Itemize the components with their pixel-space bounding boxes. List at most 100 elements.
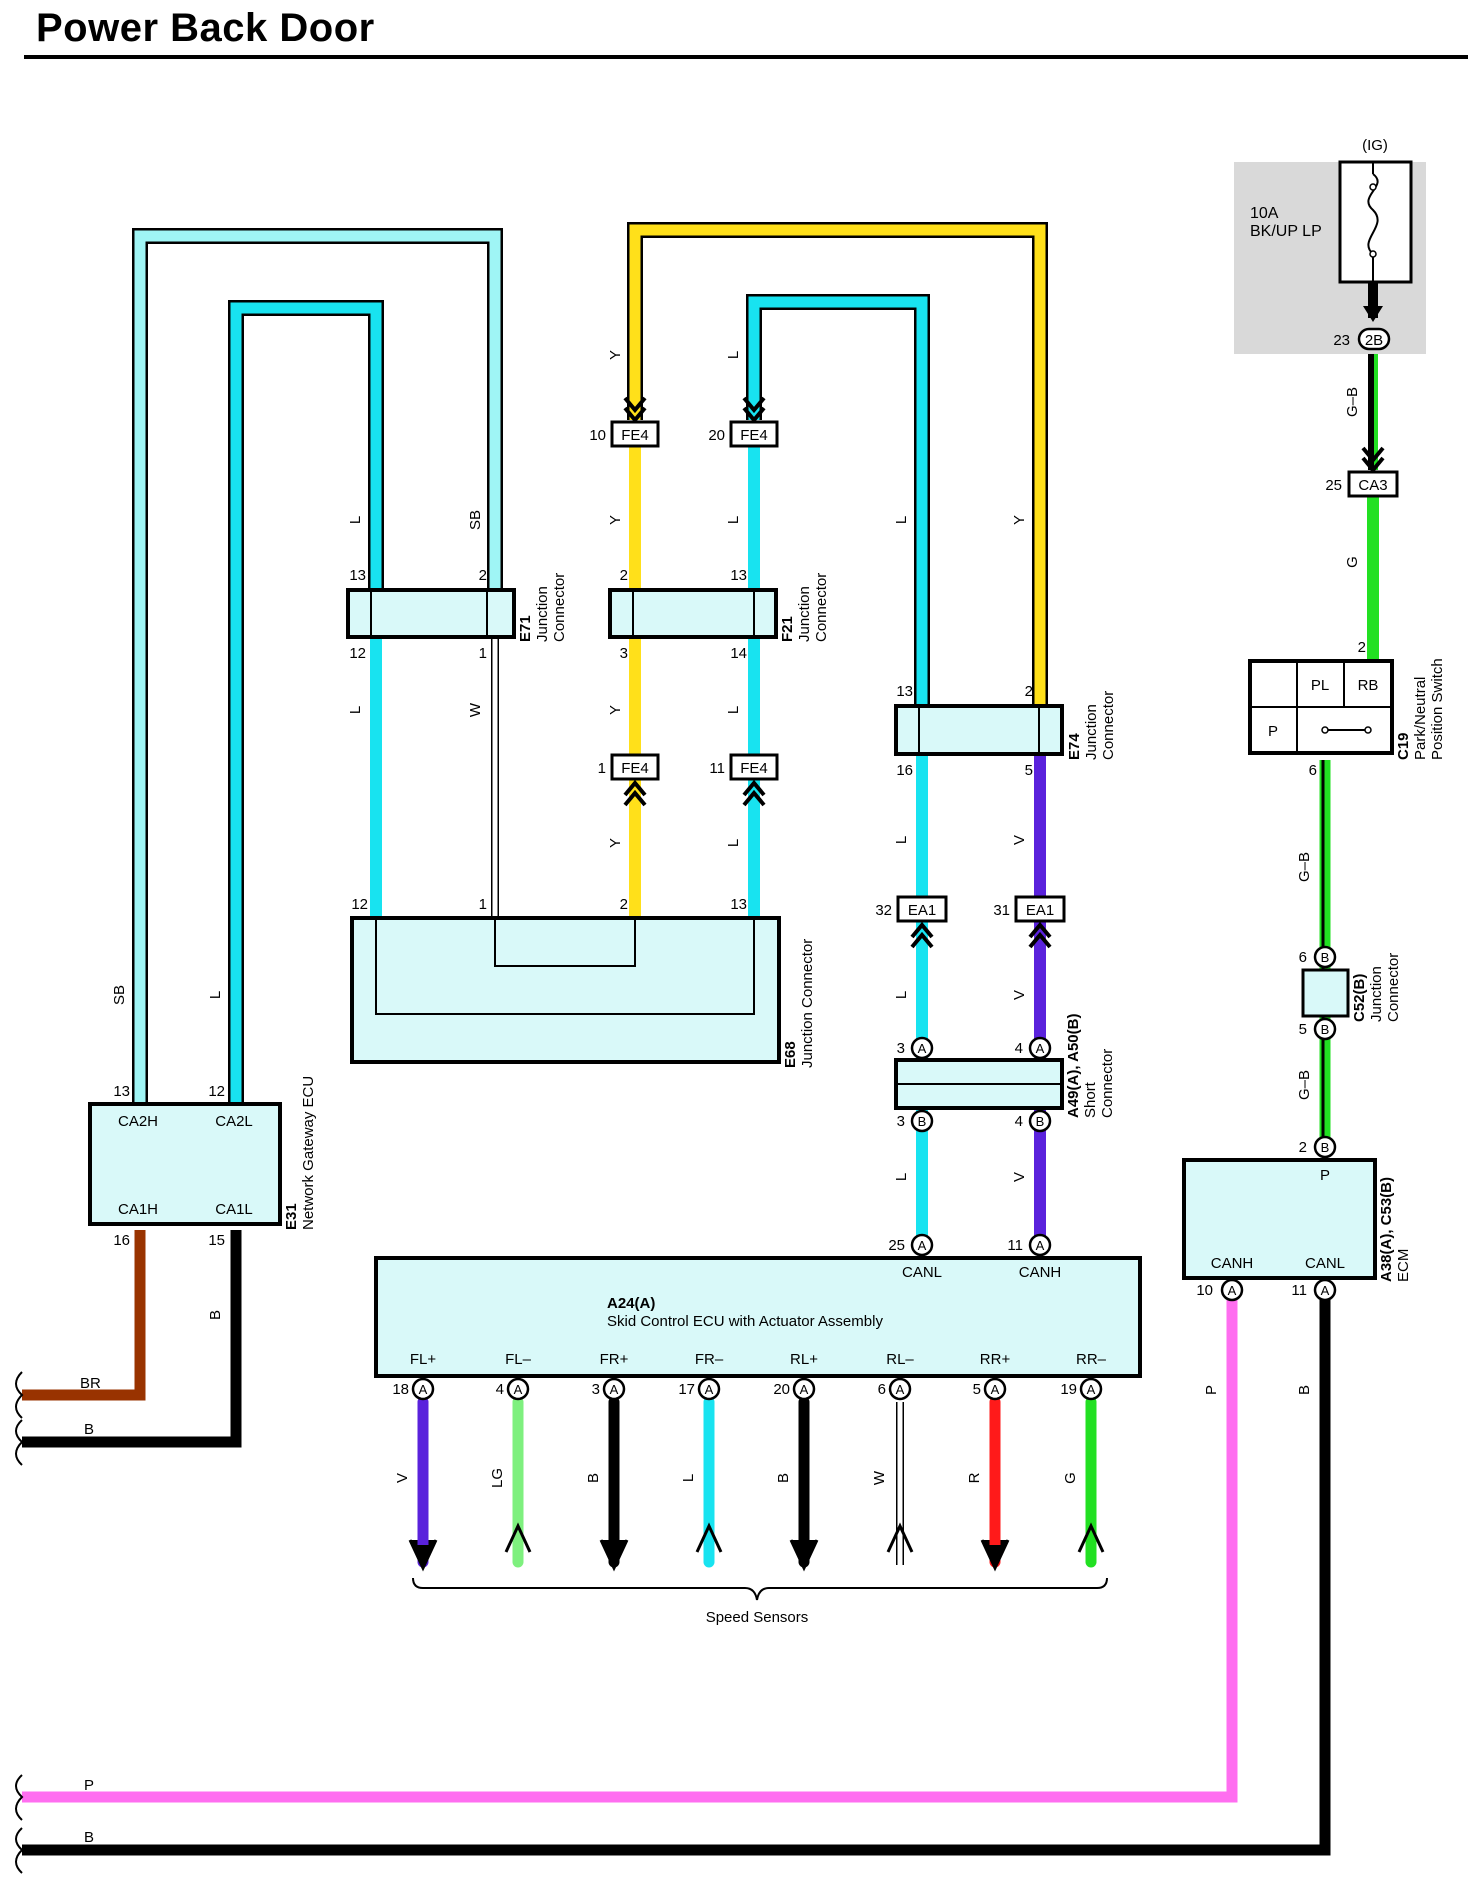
speed-sensor-wires: FL+A18VFL–A4LGFR+A3BFR–A17LRL+A20BRL–A6W… bbox=[392, 1351, 1107, 1572]
svg-text:Junction Connector: Junction Connector bbox=[799, 939, 816, 1068]
wire-label-g-mid: G bbox=[1344, 556, 1361, 568]
svg-text:A: A bbox=[610, 1382, 619, 1397]
svg-text:10: 10 bbox=[1196, 1282, 1213, 1299]
wire-label-l-f21-above: L bbox=[725, 516, 742, 524]
wire-label-p-ecm: P bbox=[1203, 1385, 1220, 1395]
connector-2b bbox=[1357, 327, 1391, 351]
fuse-body bbox=[1338, 160, 1413, 284]
svg-text:A: A bbox=[705, 1382, 714, 1397]
svg-text:4: 4 bbox=[1015, 1040, 1023, 1057]
svg-text:Position Switch: Position Switch bbox=[1429, 658, 1446, 760]
svg-text:31: 31 bbox=[993, 902, 1010, 919]
svg-text:Connector: Connector bbox=[1385, 953, 1402, 1022]
svg-text:A: A bbox=[896, 1382, 905, 1397]
wire-label-v-e74-below: V bbox=[1011, 835, 1028, 845]
svg-text:32: 32 bbox=[875, 902, 892, 919]
component-c19: PL RB P 2 6 C19 Park/Neutral Position Sw… bbox=[1248, 639, 1446, 779]
svg-text:CA2L: CA2L bbox=[215, 1113, 253, 1130]
svg-text:B: B bbox=[1321, 1022, 1330, 1037]
sensor-terminal-pin: 3 bbox=[592, 1381, 600, 1398]
svg-text:A: A bbox=[800, 1382, 809, 1397]
fuse-rating: 10A bbox=[1250, 205, 1279, 222]
wire-label-gb-mid: G–B bbox=[1296, 852, 1313, 882]
wire-label-l-ea1-below: L bbox=[893, 991, 910, 999]
fuse-icon bbox=[1367, 162, 1379, 282]
fuse-block: (IG) 10A BK/UP LP 2B 23 bbox=[1234, 137, 1426, 354]
wire-label-b-ecm: B bbox=[1296, 1385, 1313, 1395]
bus-breaks bbox=[15, 1371, 24, 1874]
component-f21: 2 13 3 14 F21 Junction Connector bbox=[608, 567, 830, 662]
wire-label-gb-top: G–B bbox=[1344, 387, 1361, 417]
fuse-name: BK/UP LP bbox=[1250, 223, 1322, 240]
sensor-terminal-name: RR– bbox=[1076, 1351, 1107, 1368]
svg-text:1: 1 bbox=[598, 760, 606, 777]
svg-text:Network Gateway ECU: Network Gateway ECU bbox=[300, 1076, 317, 1230]
title-rule bbox=[24, 55, 1468, 59]
speed-sensors-label: Speed Sensors bbox=[706, 1609, 809, 1626]
component-e74: 13 2 16 5 E74 Junction Connector bbox=[894, 683, 1117, 779]
sensor-terminal-pin: 20 bbox=[773, 1381, 790, 1398]
svg-text:CANH: CANH bbox=[1211, 1255, 1254, 1272]
wire-label-y-f21-below: Y bbox=[607, 705, 624, 715]
connector-fe4-top-l: FE4 20 bbox=[708, 396, 779, 448]
wire-label-l-left: L bbox=[207, 991, 224, 999]
connector-ea1-l: EA1 32 bbox=[875, 895, 948, 949]
svg-text:11: 11 bbox=[1007, 1237, 1023, 1254]
sensor-wire-label: LG bbox=[489, 1468, 506, 1488]
svg-text:CANL: CANL bbox=[1305, 1255, 1345, 1272]
svg-text:Junction: Junction bbox=[1368, 966, 1385, 1022]
svg-text:Connector: Connector bbox=[551, 573, 568, 642]
sensor-wire-label: L bbox=[680, 1474, 697, 1482]
wire-label-w-e71: W bbox=[467, 702, 484, 717]
svg-text:B: B bbox=[1321, 1140, 1330, 1155]
a24-code: A24(A) bbox=[607, 1295, 655, 1312]
svg-text:Connector: Connector bbox=[1099, 1049, 1116, 1118]
svg-text:15: 15 bbox=[208, 1232, 225, 1249]
sensor-terminal-name: FL– bbox=[505, 1351, 532, 1368]
connector-fe4-bot-l: FE4 11 bbox=[709, 753, 779, 807]
svg-text:CA1L: CA1L bbox=[215, 1201, 253, 1218]
svg-text:A: A bbox=[514, 1382, 523, 1397]
svg-text:A: A bbox=[1036, 1041, 1045, 1056]
svg-text:Short: Short bbox=[1082, 1081, 1099, 1118]
wire-label-y-top: Y bbox=[607, 350, 624, 360]
wire-label-v-ea1-below: V bbox=[1011, 990, 1028, 1000]
svg-text:1: 1 bbox=[479, 645, 487, 662]
svg-text:12: 12 bbox=[349, 645, 366, 662]
sensor-wire-label: B bbox=[585, 1473, 602, 1483]
sensor-wire-label: B bbox=[775, 1473, 792, 1483]
component-c52: B B 6 5 C52(B) Junction Connector bbox=[1299, 945, 1402, 1041]
svg-text:16: 16 bbox=[113, 1232, 130, 1249]
sensor-terminal-name: FL+ bbox=[410, 1351, 437, 1368]
svg-text:Connector: Connector bbox=[1100, 691, 1117, 760]
connector-ea1-v: EA1 31 bbox=[993, 895, 1066, 949]
svg-text:EA1: EA1 bbox=[908, 902, 936, 919]
svg-text:4: 4 bbox=[1015, 1113, 1023, 1130]
svg-text:12: 12 bbox=[351, 896, 368, 913]
svg-text:Park/Neutral: Park/Neutral bbox=[1412, 677, 1429, 760]
svg-text:CA2H: CA2H bbox=[118, 1113, 158, 1130]
wire-label-l-fe4-below: L bbox=[725, 839, 742, 847]
fuse-pin: 23 bbox=[1333, 332, 1350, 349]
bus-label-p: P bbox=[84, 1777, 94, 1794]
sensor-terminal-pin: 6 bbox=[878, 1381, 886, 1398]
sensor-terminal-pin: 17 bbox=[678, 1381, 695, 1398]
svg-text:Connector: Connector bbox=[813, 573, 830, 642]
wire-p-ecm bbox=[22, 1300, 1238, 1803]
svg-text:A: A bbox=[991, 1382, 1000, 1397]
wire-label-l-e74-above: L bbox=[893, 516, 910, 524]
fuse-ig-label: (IG) bbox=[1362, 137, 1388, 154]
a24-name: Skid Control ECU with Actuator Assembly bbox=[607, 1313, 883, 1330]
svg-text:Junction: Junction bbox=[796, 586, 813, 642]
svg-text:2: 2 bbox=[479, 567, 487, 584]
sensor-wire-label: G bbox=[1062, 1472, 1079, 1484]
svg-text:20: 20 bbox=[708, 427, 725, 444]
svg-text:A: A bbox=[918, 1238, 927, 1253]
svg-text:FE4: FE4 bbox=[740, 427, 768, 444]
sensor-terminal-pin: 19 bbox=[1060, 1381, 1077, 1398]
wire-label-y-fe4-below: Y bbox=[607, 838, 624, 848]
sensor-wire-label: W bbox=[871, 1470, 888, 1485]
svg-text:6: 6 bbox=[1299, 949, 1307, 966]
